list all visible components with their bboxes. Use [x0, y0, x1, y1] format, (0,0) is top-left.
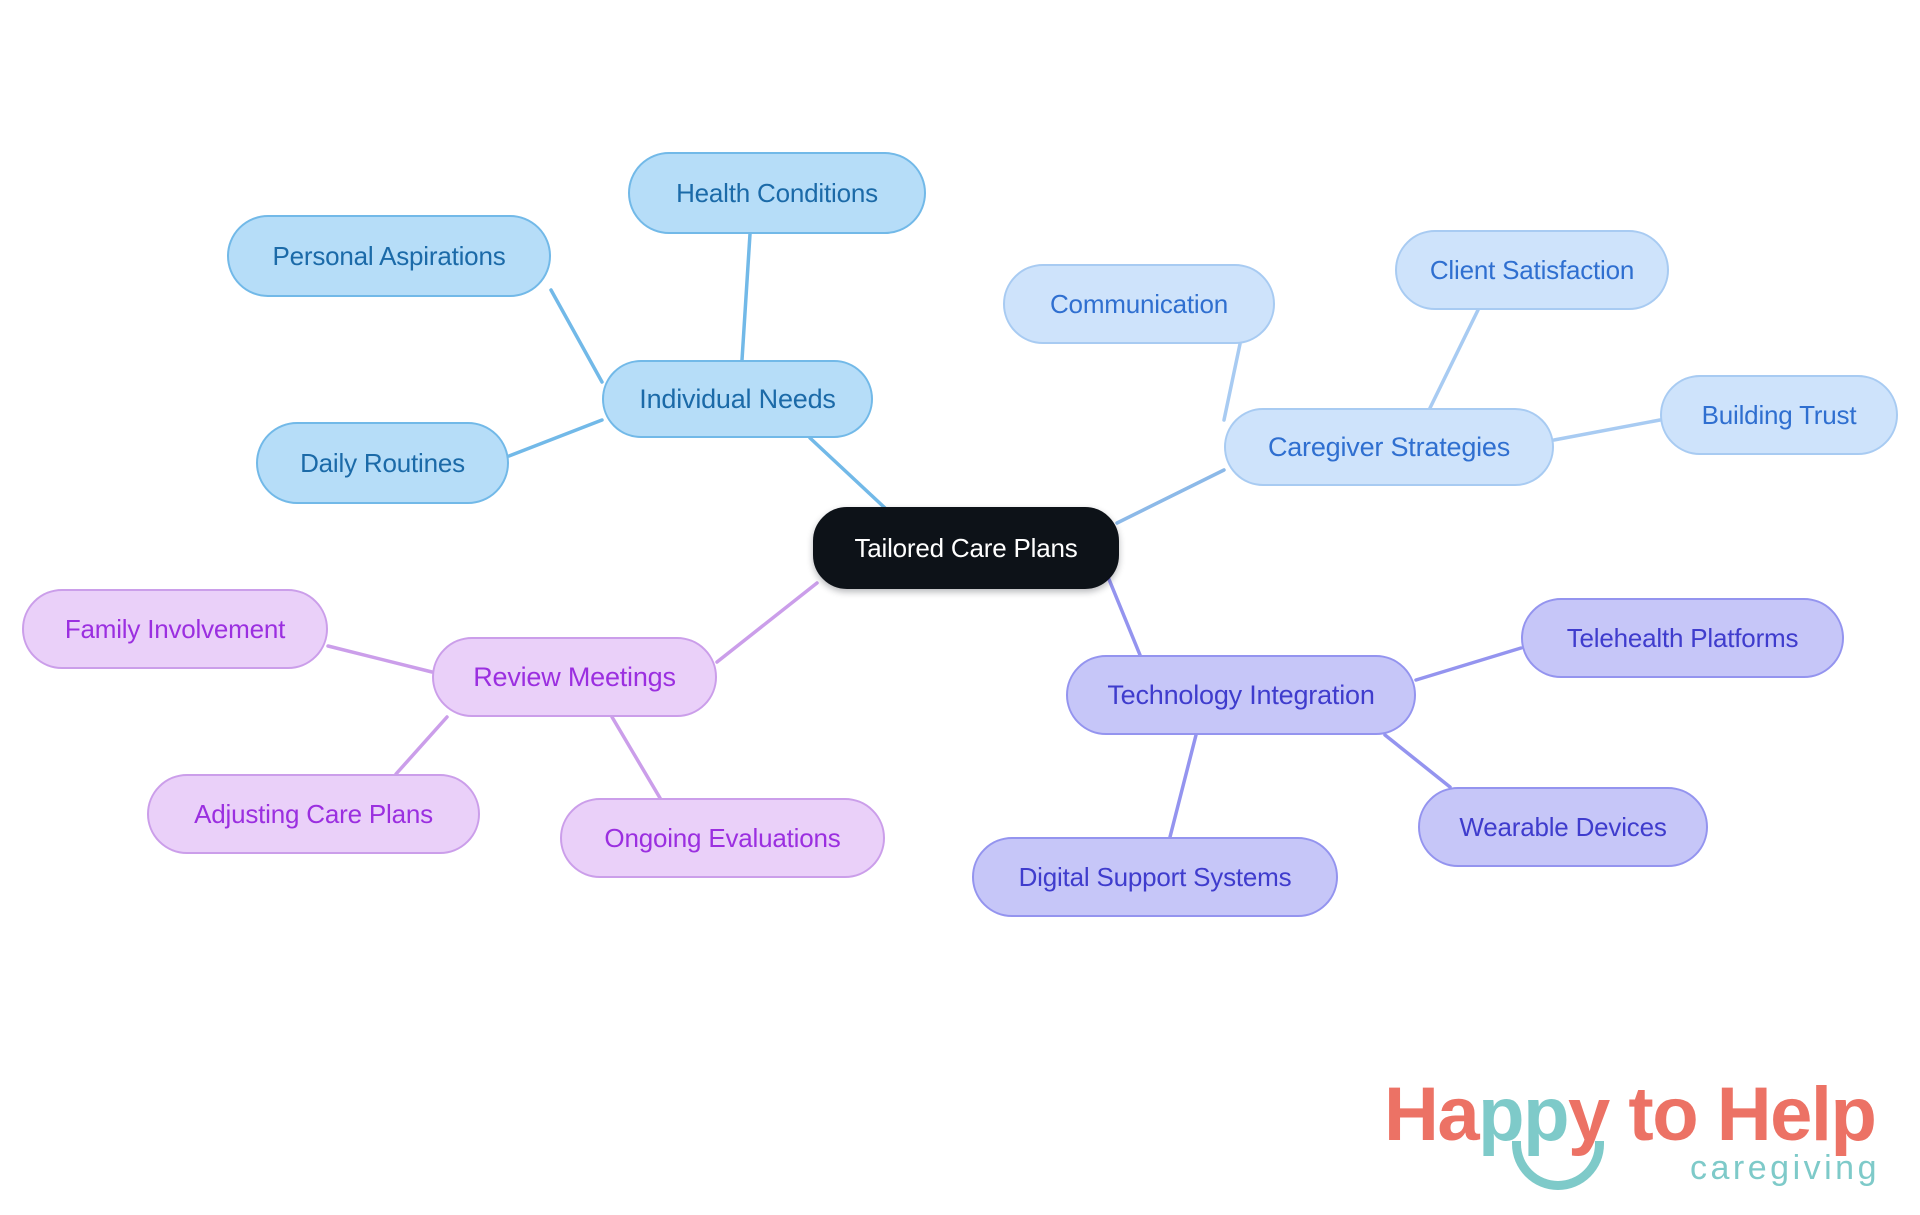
smile-icon	[1512, 1141, 1604, 1190]
logo-wordmark: Happy to Help	[1384, 1077, 1884, 1153]
mindmap-leaf-daily-routines[interactable]: Daily Routines	[256, 422, 509, 504]
mindmap-leaf-communication-label: Communication	[1049, 289, 1229, 319]
edge-review-meetings-to-ongoing-evaluations	[610, 715, 662, 800]
logo-tagline: caregiving	[1690, 1149, 1880, 1187]
edge-technology-integration-to-digital-support-systems	[1168, 733, 1198, 839]
edge-root-to-technology-integration	[1104, 570, 1142, 657]
mindmap-leaf-building-trust-label: Building Trust	[1701, 400, 1857, 430]
edge-root-to-review-meetings	[715, 581, 819, 664]
mindmap-branch-review-meetings-label: Review Meetings	[473, 661, 676, 692]
edge-technology-integration-to-wearable-devices	[1383, 733, 1452, 789]
mindmap-leaf-ongoing-evaluations[interactable]: Ongoing Evaluations	[560, 798, 885, 878]
edge-individual-needs-to-daily-routines	[507, 418, 604, 458]
mindmap-leaf-adjusting-care-plans-label: Adjusting Care Plans	[194, 799, 433, 829]
mindmap-leaf-digital-support-systems[interactable]: Digital Support Systems	[972, 837, 1338, 917]
mindmap-branch-technology-integration-label: Technology Integration	[1107, 679, 1375, 710]
mindmap-branch-individual-needs-label: Individual Needs	[639, 383, 836, 414]
edge-technology-integration-to-telehealth-platforms	[1414, 646, 1523, 682]
mindmap-leaf-wearable-devices[interactable]: Wearable Devices	[1418, 787, 1708, 867]
mindmap-leaf-adjusting-care-plans[interactable]: Adjusting Care Plans	[147, 774, 480, 854]
logo-text-to: to	[1608, 1072, 1717, 1157]
edge-caregiver-strategies-to-communication	[1222, 342, 1242, 422]
mindmap-leaf-daily-routines-label: Daily Routines	[300, 448, 465, 478]
edge-caregiver-strategies-to-client-satisfaction	[1428, 308, 1480, 410]
mindmap-root-node-label: Tailored Care Plans	[854, 533, 1078, 563]
edge-review-meetings-to-family-involvement	[326, 644, 434, 674]
mindmap-leaf-family-involvement[interactable]: Family Involvement	[22, 589, 328, 669]
mindmap-leaf-health-conditions[interactable]: Health Conditions	[628, 152, 926, 234]
mindmap-leaf-family-involvement-label: Family Involvement	[64, 614, 286, 644]
mindmap-leaf-health-conditions-label: Health Conditions	[676, 178, 878, 208]
logo-text-y: y	[1568, 1072, 1610, 1157]
mindmap-leaf-personal-aspirations-label: Personal Aspirations	[272, 241, 506, 271]
edge-caregiver-strategies-to-building-trust	[1552, 418, 1662, 442]
brand-logo: Happy to Help caregiving	[1384, 1077, 1884, 1197]
mindmap-leaf-ongoing-evaluations-label: Ongoing Evaluations	[604, 823, 841, 853]
logo-text-ha: Ha	[1384, 1072, 1480, 1157]
edge-review-meetings-to-adjusting-care-plans	[394, 715, 449, 776]
mindmap-leaf-building-trust[interactable]: Building Trust	[1660, 375, 1898, 455]
edge-root-to-caregiver-strategies	[1115, 468, 1226, 525]
logo-text-pp: pp	[1478, 1072, 1569, 1157]
mindmap-branch-caregiver-strategies-label: Caregiver Strategies	[1267, 431, 1511, 462]
mindmap-leaf-digital-support-systems-label: Digital Support Systems	[1018, 862, 1292, 892]
edge-root-to-individual-needs	[808, 436, 887, 510]
edge-individual-needs-to-health-conditions	[740, 232, 752, 362]
mindmap-leaf-communication[interactable]: Communication	[1003, 264, 1275, 344]
mindmap-root-node[interactable]: Tailored Care Plans	[813, 507, 1119, 589]
mindmap-branch-review-meetings[interactable]: Review Meetings	[432, 637, 717, 717]
mindmap-leaf-wearable-devices-label: Wearable Devices	[1459, 812, 1667, 842]
mindmap-leaf-client-satisfaction-label: Client Satisfaction	[1429, 255, 1635, 285]
mindmap-branch-technology-integration[interactable]: Technology Integration	[1066, 655, 1416, 735]
mindmap-leaf-telehealth-platforms-label: Telehealth Platforms	[1566, 623, 1799, 653]
mindmap-branch-caregiver-strategies[interactable]: Caregiver Strategies	[1224, 408, 1554, 486]
mindmap-leaf-personal-aspirations[interactable]: Personal Aspirations	[227, 215, 551, 297]
mindmap-leaf-client-satisfaction[interactable]: Client Satisfaction	[1395, 230, 1669, 310]
mindmap-branch-individual-needs[interactable]: Individual Needs	[602, 360, 873, 438]
logo-text-help: Help	[1716, 1072, 1877, 1157]
mindmap-leaf-telehealth-platforms[interactable]: Telehealth Platforms	[1521, 598, 1844, 678]
edge-individual-needs-to-personal-aspirations	[549, 288, 604, 384]
